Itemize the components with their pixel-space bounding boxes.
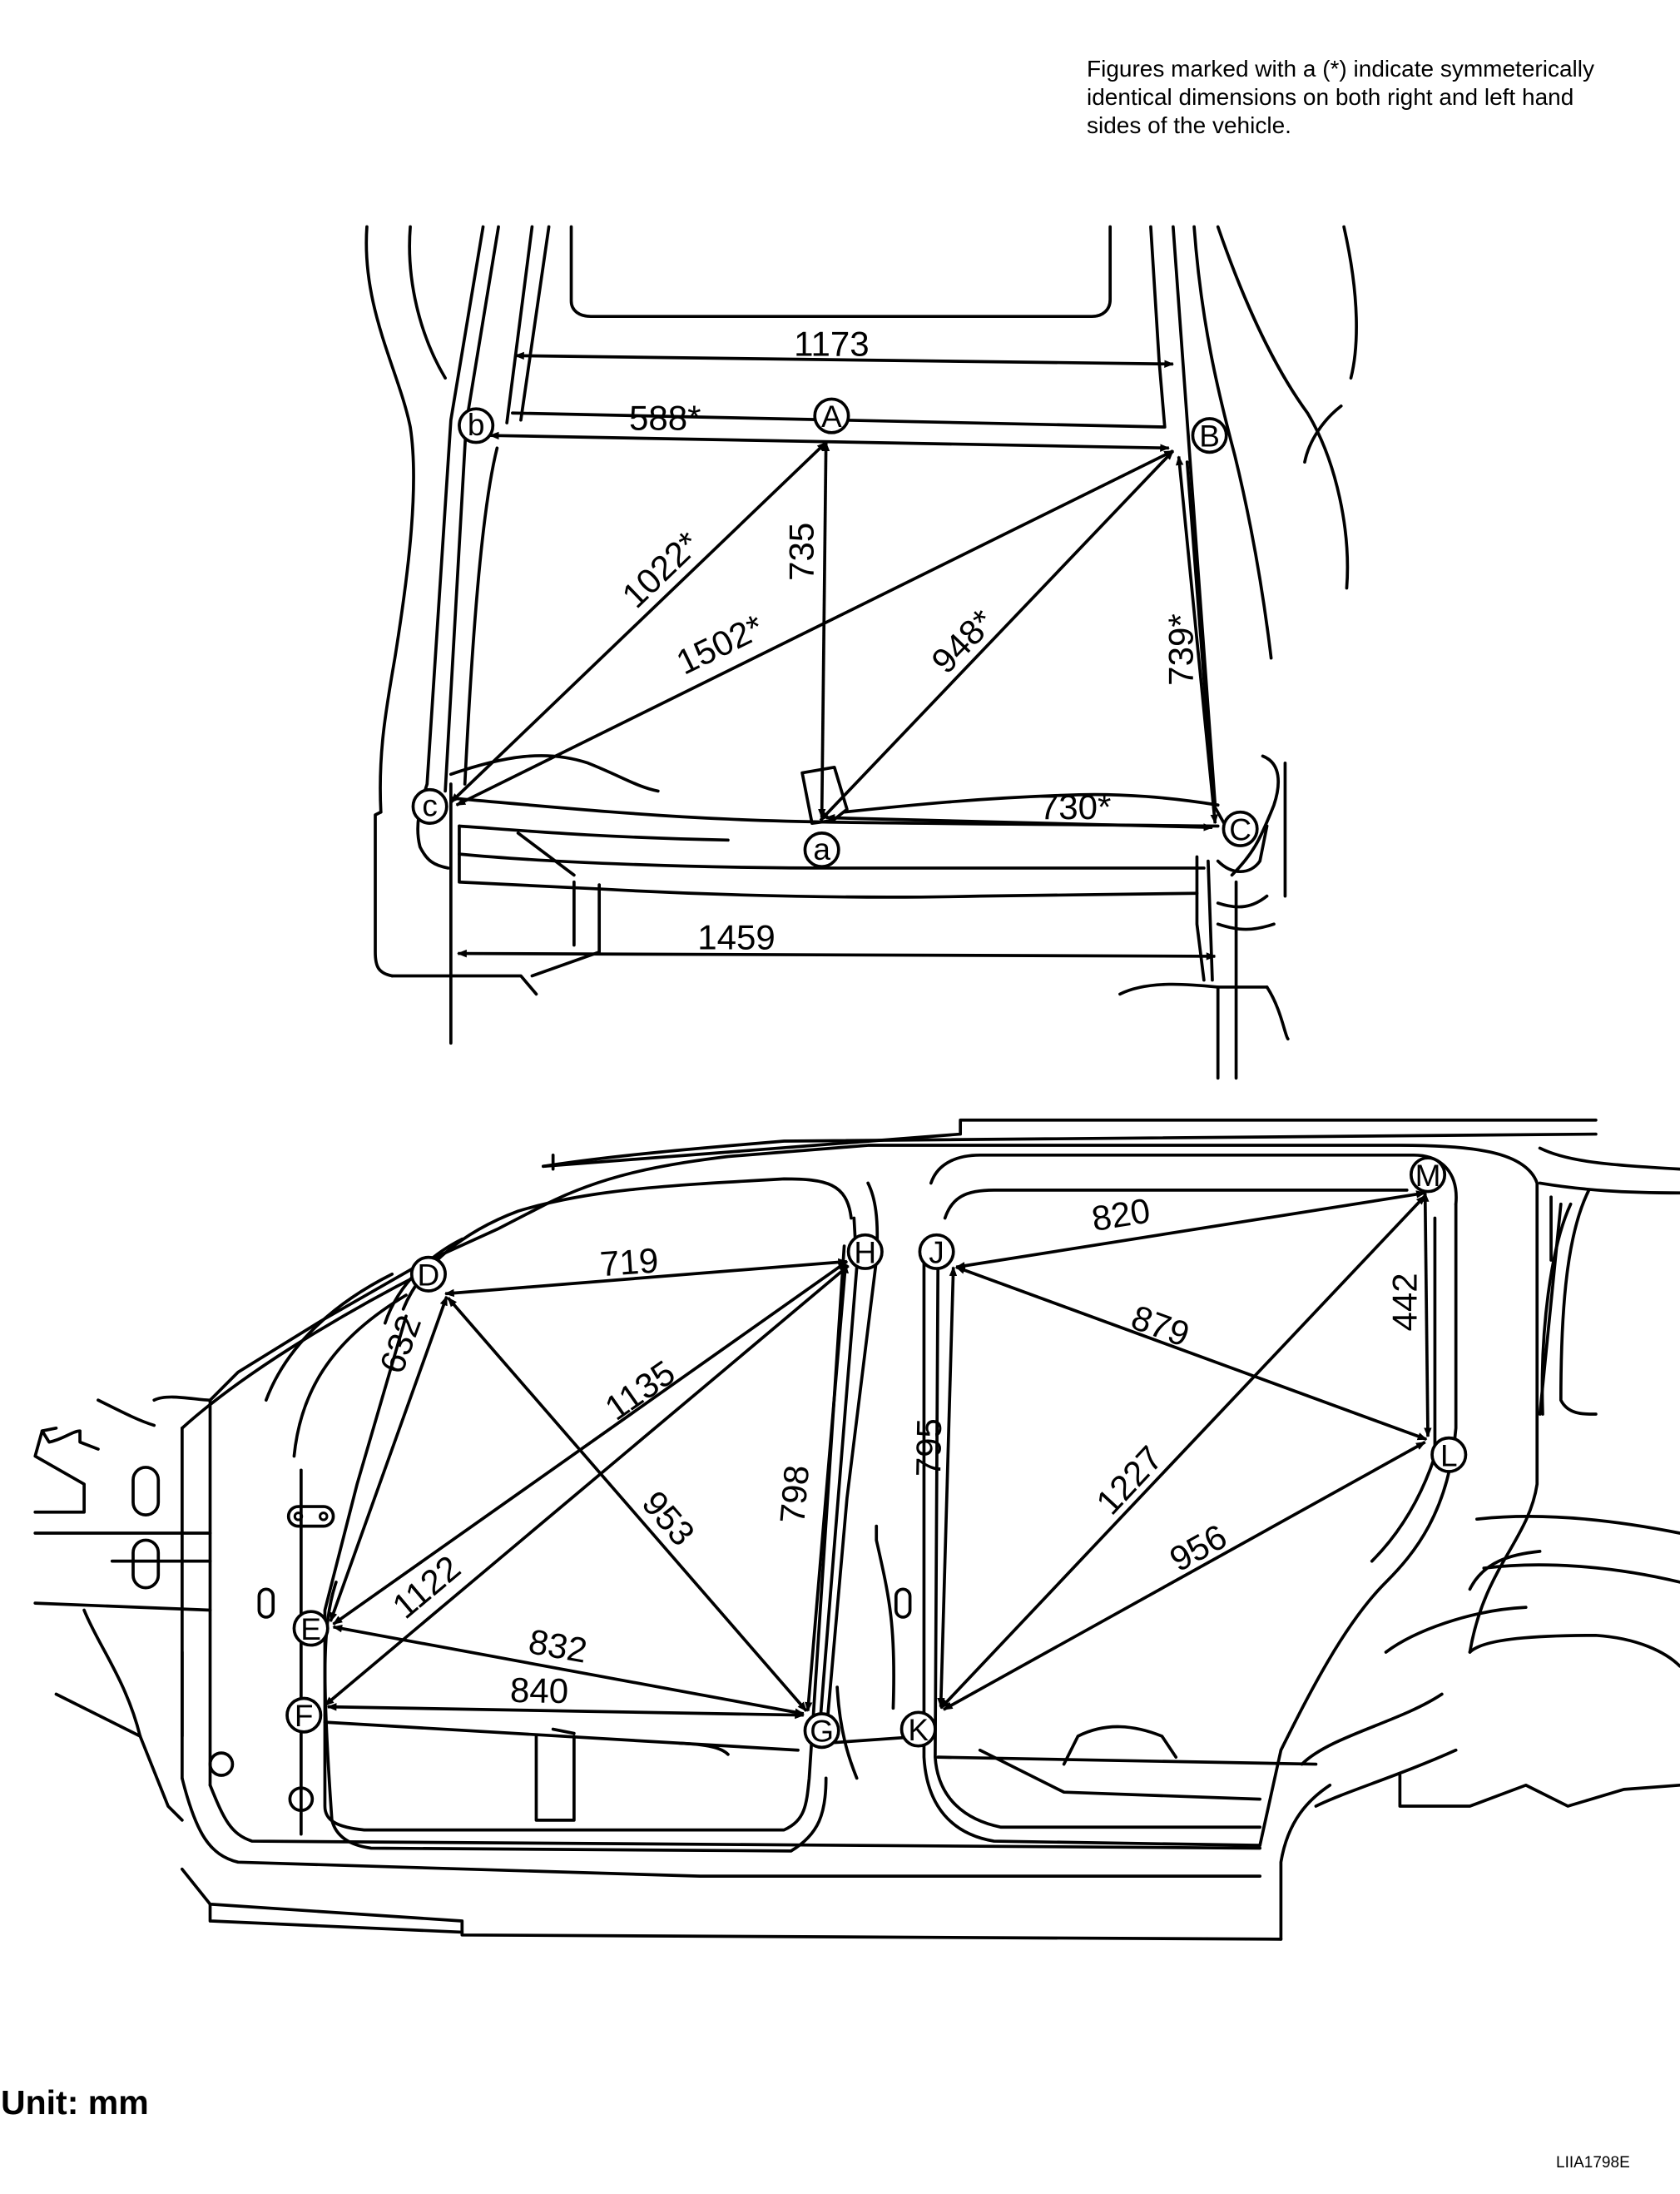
point-C-marker: C — [1222, 810, 1259, 847]
point-M-label: M — [1415, 1159, 1441, 1193]
point-L-label: L — [1440, 1438, 1458, 1472]
dim-label-1502: 1502* — [671, 607, 770, 682]
point-J-marker: J — [918, 1233, 955, 1270]
point-F-marker: F — [285, 1696, 323, 1734]
point-c-label: c — [422, 789, 438, 823]
dim-line-840 — [326, 1703, 805, 1720]
dim-label-735: 735 — [782, 523, 821, 581]
side-view-dimension-labels: 719 632 1135 953 798 1122 832 840 795 82… — [372, 1191, 1425, 1711]
point-E-marker: E — [292, 1610, 330, 1647]
top-view-points: A B C a b c — [411, 397, 1259, 869]
dim-label-798: 798 — [772, 1463, 816, 1525]
dim-label-1459: 1459 — [697, 918, 776, 957]
point-K-label: K — [908, 1713, 929, 1747]
point-b-label: b — [468, 408, 485, 442]
point-c-marker: c — [411, 787, 448, 825]
point-D-marker: D — [409, 1255, 447, 1293]
dim-label-730: 730* — [1039, 787, 1112, 826]
dim-label-956: 956 — [1163, 1516, 1233, 1579]
dim-label-1173: 1173 — [794, 324, 869, 363]
top-view-dimension-lines — [449, 351, 1218, 960]
dim-line-832 — [332, 1625, 805, 1716]
dim-label-820: 820 — [1089, 1191, 1153, 1238]
figure-code: LIIA1798E — [1556, 2154, 1630, 2172]
dim-line-1022 — [449, 441, 827, 804]
side-view-dimension-lines — [324, 1190, 1432, 1720]
dim-label-879: 879 — [1127, 1298, 1195, 1354]
dim-line-879 — [955, 1265, 1428, 1442]
symmetry-note: Figures marked with a (*) indicate symme… — [1087, 55, 1669, 140]
dim-label-832: 832 — [526, 1621, 590, 1670]
dim-line-1502 — [455, 449, 1174, 807]
dim-label-795: 795 — [909, 1418, 949, 1477]
dim-label-953: 953 — [635, 1483, 702, 1553]
top-view: 1173 588* 1022* 735 1502* 948* 739* 730*… — [364, 225, 1358, 1080]
point-D-label: D — [418, 1258, 440, 1292]
dim-label-840: 840 — [510, 1670, 569, 1710]
point-G-marker: G — [803, 1712, 840, 1750]
dim-label-442: 442 — [1385, 1273, 1425, 1331]
dim-line-730 — [825, 813, 1214, 831]
dim-line-948 — [819, 449, 1175, 822]
dim-line-1227 — [939, 1194, 1427, 1710]
point-J-label: J — [929, 1235, 944, 1269]
note-line-1: Figures marked with a (*) indicate symme… — [1087, 56, 1594, 82]
top-view-dimension-labels: 1173 588* 1022* 735 1502* 948* 739* 730*… — [614, 324, 1200, 956]
point-b-marker: b — [458, 407, 495, 444]
point-a-label: a — [813, 832, 830, 866]
note-line-3: sides of the vehicle. — [1087, 112, 1291, 138]
dim-line-956 — [942, 1441, 1426, 1711]
dim-line-739 — [1175, 455, 1218, 825]
dim-line-1459 — [457, 949, 1217, 960]
point-L-marker: L — [1430, 1436, 1468, 1473]
side-view-points: D E F G H J K L M — [285, 1156, 1468, 1750]
point-a-marker: a — [803, 831, 840, 869]
point-H-marker: H — [846, 1233, 884, 1270]
dim-line-820 — [954, 1190, 1426, 1270]
point-M-marker: M — [1409, 1156, 1447, 1194]
point-F-label: F — [295, 1699, 314, 1733]
point-B-label: B — [1199, 419, 1220, 454]
point-A-marker: A — [813, 397, 850, 434]
dim-label-739: 739* — [1161, 613, 1200, 686]
dim-line-442 — [1421, 1192, 1432, 1438]
dim-line-1173 — [514, 351, 1175, 368]
dim-label-588: 588* — [629, 398, 701, 437]
point-K-marker: K — [899, 1710, 937, 1748]
point-E-label: E — [300, 1612, 321, 1646]
dim-line-795 — [937, 1266, 958, 1708]
side-view: 719 632 1135 953 798 1122 832 840 795 82… — [33, 1118, 1680, 1941]
unit-label: Unit: mm — [1, 2083, 149, 2122]
point-B-marker: B — [1191, 417, 1228, 454]
note-line-2: identical dimensions on both right and l… — [1087, 84, 1574, 110]
dim-line-588 — [488, 431, 1170, 452]
dim-label-719: 719 — [599, 1240, 660, 1283]
point-C-label: C — [1229, 812, 1251, 846]
dim-line-735 — [818, 441, 830, 819]
point-A-label: A — [821, 400, 842, 434]
point-G-label: G — [810, 1715, 834, 1749]
point-H-label: H — [854, 1235, 876, 1269]
